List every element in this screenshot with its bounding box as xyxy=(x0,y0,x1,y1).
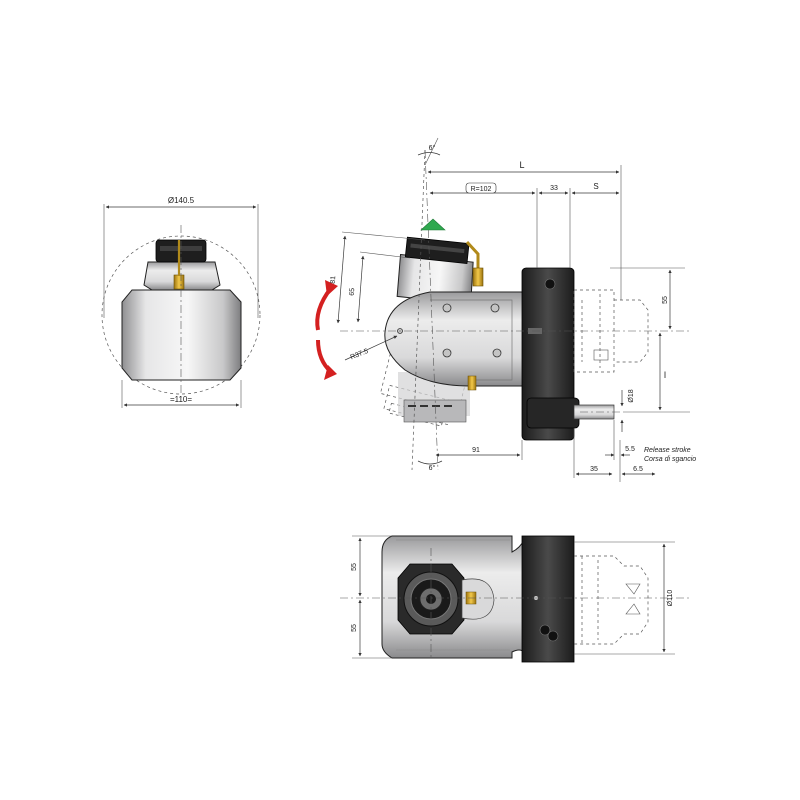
sweep-circle xyxy=(101,235,261,395)
label-height-65: 65 xyxy=(349,288,357,296)
label-radius-102: R=102 xyxy=(471,186,492,193)
label-top-55-lower: 55 xyxy=(351,624,358,632)
label-length-l: l xyxy=(664,370,666,380)
label-length-L: L xyxy=(519,160,524,170)
side-view: 6° L R=102 33 S 81 65 R37.5 55 l xyxy=(315,137,696,482)
label-dim-5-5: 5.5 xyxy=(625,446,635,453)
label-stroke-S: S xyxy=(593,182,598,191)
top-hsk-shank xyxy=(574,555,649,645)
label-dim-33: 33 xyxy=(550,185,558,192)
label-release-stroke-it: Corsa di sgancio xyxy=(644,456,696,463)
housing-bolts xyxy=(397,303,502,358)
label-release-stroke-en: Release stroke xyxy=(644,447,691,454)
label-angle-bottom: 6° xyxy=(429,464,436,472)
rotation-arrow-icon xyxy=(315,286,333,374)
label-diameter-18: Ø18 xyxy=(628,389,635,402)
label-offset-55-right: 55 xyxy=(662,296,669,304)
front-coolant-fitting xyxy=(173,274,185,290)
front-view: Ø140.5 =110= xyxy=(101,196,261,408)
label-front-diameter: Ø140.5 xyxy=(168,196,195,205)
label-top-55-upper: 55 xyxy=(351,563,358,571)
label-dim-6-5: 6.5 xyxy=(633,466,643,473)
top-view: 55 55 Ø110 xyxy=(340,535,690,663)
green-triangle-icon xyxy=(420,218,446,231)
top-mounting-block xyxy=(521,535,575,663)
clamp-block xyxy=(526,397,580,429)
label-angle-top: 6° xyxy=(429,144,436,152)
label-dim-35: 35 xyxy=(590,466,598,473)
label-radius-37-5: R37.5 xyxy=(349,348,369,362)
main-housing xyxy=(384,291,529,387)
front-body xyxy=(121,289,242,381)
label-front-width: =110= xyxy=(170,395,192,404)
label-diameter-110: Ø110 xyxy=(667,590,674,607)
label-height-81: 81 xyxy=(330,276,338,284)
label-dim-91: 91 xyxy=(472,447,480,454)
lower-collet-ghost xyxy=(403,399,467,423)
